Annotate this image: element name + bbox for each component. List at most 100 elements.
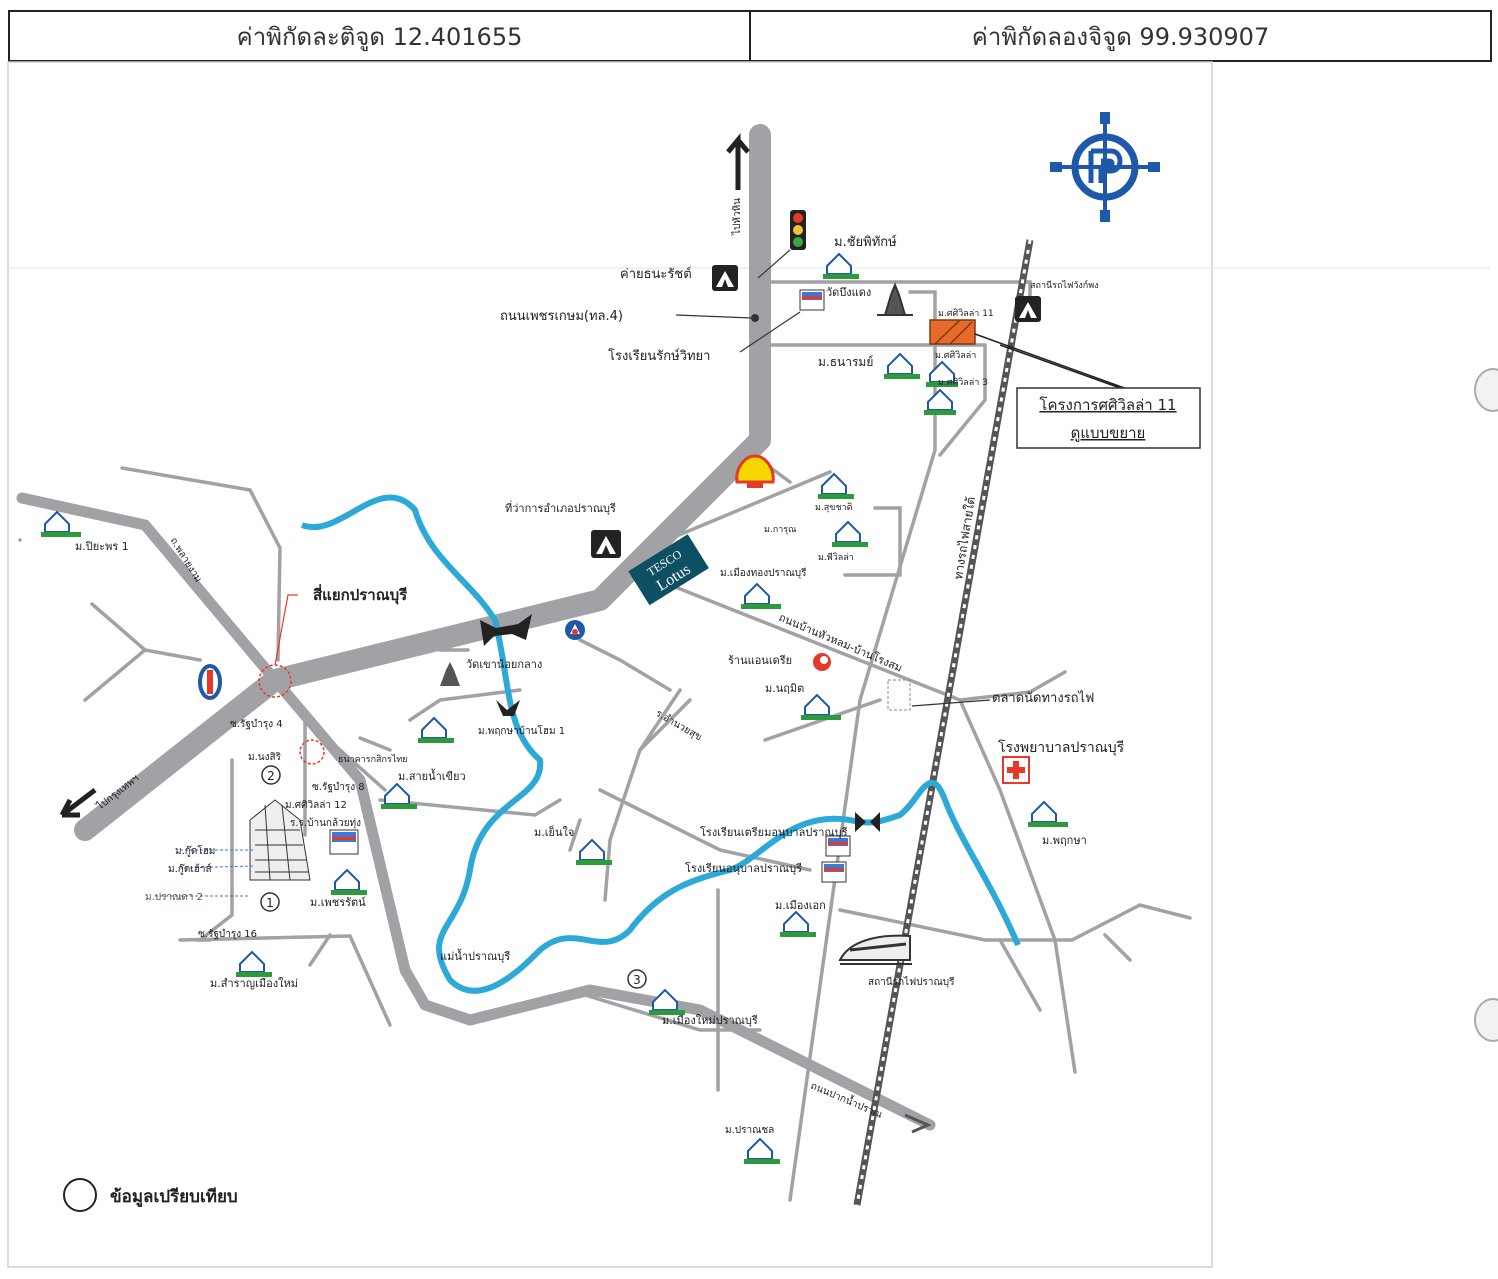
soi16-label: ซ.รัฐบำรุง 16 — [198, 929, 257, 940]
house-icon — [418, 716, 454, 743]
camp-icon — [712, 265, 738, 291]
east-arrow — [904, 1113, 932, 1134]
village-picha-label: ม.ปิยะพร 1 — [75, 540, 129, 553]
temple-top-label: วัดบึงแดง — [826, 286, 871, 299]
ptt-logo-icon — [565, 620, 585, 640]
bank-logo-icon — [198, 664, 222, 700]
school-icon — [329, 829, 359, 855]
south-arrow — [59, 788, 97, 818]
compass-logo-icon — [1050, 112, 1160, 222]
siwilla12-label: ม.ศศิวิลล่า 12 — [285, 800, 347, 811]
legend-label: ข้อมูลเปรียบเทียบ — [110, 1186, 238, 1208]
temple-mid-label: วัดเขาน้อยกลาง — [466, 658, 542, 671]
village-naris-label: ม.นฤมิต — [765, 682, 804, 695]
market-label: ตลาดนัดทางรถไฟ — [992, 690, 1094, 706]
project-site-marker — [929, 319, 976, 345]
siwilla11-label: ม.ศศิวิลล่า 11 — [938, 308, 994, 319]
marker-1-number: 1 — [266, 896, 274, 910]
house-icon — [1028, 800, 1068, 827]
map-frame — [7, 61, 1213, 1268]
village-nangsiri-label: ม.นงสิริ — [248, 752, 282, 763]
north-road-label: ไปหัวหิน — [731, 198, 743, 236]
house-icon — [41, 510, 81, 537]
river-label: แม่น้ำปราณบุรี — [440, 948, 510, 963]
village-pruksa-label: ม.พฤกษา — [1042, 834, 1087, 847]
school-icon — [821, 861, 847, 883]
housing-blocks — [249, 799, 311, 881]
house-icon — [649, 988, 685, 1015]
binder-hole — [1474, 998, 1498, 1042]
house-icon — [832, 520, 868, 547]
school-rak-label: โรงเรียนรักษ์วิทยา — [608, 348, 710, 364]
secondary-roads — [18, 280, 1192, 1202]
village-lainamriao-label: ม.สายน้ำเขียว — [398, 768, 466, 783]
intersection-label: สี่แยกปราณบุรี — [313, 584, 408, 605]
village-sukchat-label: ม.สุขชาติ — [815, 502, 853, 513]
railway-line — [853, 239, 1034, 1206]
project-leader-lines — [974, 333, 1131, 391]
dashed-leaders — [155, 849, 256, 897]
marker-2-number: 2 — [267, 769, 275, 783]
school-anuban-label: โรงเรียนอนุบาลปราณบุรี — [685, 861, 802, 875]
temple-icon-mid — [440, 662, 460, 686]
house-icon — [801, 693, 841, 720]
station-top-icon — [1015, 296, 1041, 322]
village-pranchon-label: ม.ปราณชล — [725, 1125, 774, 1136]
river — [300, 494, 1021, 994]
project-subtitle: ดูแบบขยาย — [1071, 424, 1146, 442]
coordinate-header: ค่าพิกัดละติจูด 12.401655 ค่าพิกัดลองจิจ… — [8, 10, 1492, 62]
village-kutlom-label: ม.กู๊ดโฮม — [175, 844, 215, 857]
house-icon — [818, 472, 854, 499]
marker-3 — [627, 969, 647, 989]
restaurant-logo-icon — [813, 653, 831, 671]
shell-logo-icon — [735, 454, 775, 488]
tent-markers — [591, 265, 1041, 558]
village-kutchai-label: ม.กู๊ดเฮ้าส์ — [168, 863, 212, 875]
house-icon — [884, 352, 920, 379]
camp-leader — [757, 249, 791, 279]
village-thanarom-label: ม.ธนารมย์ — [818, 355, 873, 369]
bridges — [480, 614, 880, 832]
siwilla-a-label: ม.ศศิวิลล่า — [935, 350, 976, 361]
house-icon — [823, 252, 859, 279]
marker-2 — [261, 765, 281, 785]
marker-1 — [260, 892, 280, 912]
station-pran-label: สถานีรถไฟปราณบุรี — [868, 976, 955, 988]
village-samruang-label: ม.สำราญเมืองใหม่ — [210, 977, 298, 990]
village-phamuk-label: ม.พฤกษาบ้านโฮม 1 — [478, 724, 565, 737]
house-icon — [741, 582, 781, 609]
hospital-icon — [1002, 756, 1030, 784]
hospital-label: โรงพยาบาลปราณบุรี — [998, 739, 1125, 756]
traffic-light-icon — [790, 210, 806, 250]
latitude-text: ค่าพิกัดละติจูด 12.401655 — [236, 22, 523, 51]
village-mueangthong-label: ม.เมืองทองปราณบุรี — [720, 567, 807, 579]
tesco-lotus-logo: TESCO Lotus — [628, 534, 709, 606]
binder-hole — [1474, 368, 1498, 412]
village-pwilla-label: ม.พีวิลล่า — [818, 552, 854, 563]
highway-leader — [675, 314, 753, 319]
village-icons — [41, 252, 1068, 1164]
village-karuna-label: ม.การุณ — [764, 525, 796, 535]
intersection-marker — [258, 594, 298, 698]
highway-label: ถนนเพชรเกษม(ทล.4) — [500, 309, 623, 324]
small-red-marker — [299, 739, 325, 765]
school-icon — [825, 835, 851, 857]
house-icon — [926, 360, 958, 387]
house-icon — [576, 838, 612, 865]
village-yenjai-label: ม.เย็นใจ — [534, 825, 574, 839]
village-pranmadi-label: ม.ปราณดา 2 — [145, 892, 203, 903]
house-icon — [924, 388, 956, 415]
school-icon — [799, 289, 825, 311]
market-marker — [887, 679, 911, 711]
siwilla-b-label: ม.ศศิวิลล่า 3 — [938, 377, 988, 388]
project-title: โครงการศศิวิลล่า 11 — [1039, 396, 1176, 414]
school-icons — [329, 289, 851, 883]
school-leader — [739, 311, 801, 353]
house-icon — [236, 950, 272, 977]
train-icon — [838, 934, 912, 965]
legend-circle-icon — [63, 1178, 97, 1212]
camp-label: ค่ายธนะรัชต์ — [620, 266, 692, 282]
village-chaiyaphithak-label: ม.ชัยพิทักษ์ — [834, 234, 897, 250]
bank-label: ธนาคารกสิกรไทย — [338, 754, 408, 765]
